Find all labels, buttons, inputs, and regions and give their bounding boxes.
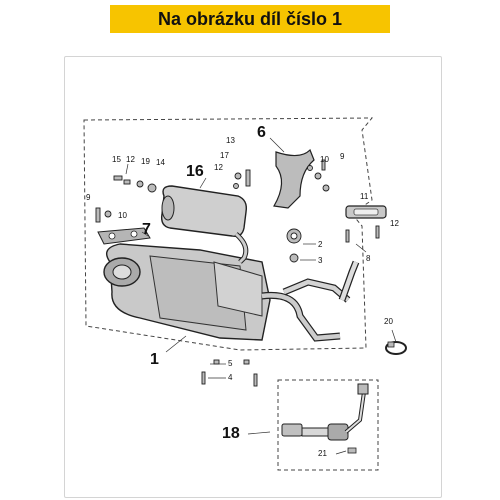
callout-2: 2: [318, 240, 323, 249]
callout-17: 17: [220, 151, 229, 160]
heat-shield: [160, 185, 249, 264]
callout-12-a: 12: [126, 155, 135, 164]
callout-11: 11: [360, 192, 369, 201]
callout-1: 1: [150, 351, 159, 368]
callout-10-b: 10: [320, 155, 329, 164]
fastener-set: [95, 159, 380, 387]
muffler-body: [103, 243, 271, 341]
callout-3: 3: [318, 256, 323, 265]
sensor-box-outline: [277, 379, 379, 471]
callout-12-c: 12: [390, 219, 399, 228]
lambda-sensor: [281, 383, 369, 441]
clamp-plate: [345, 205, 387, 219]
callout-14: 14: [156, 158, 165, 167]
assembly-outline: [83, 117, 374, 351]
callout-21: 21: [318, 449, 327, 458]
leader-lines: [125, 137, 397, 455]
callout-7: 7: [142, 221, 151, 238]
hose-clamp: [385, 341, 407, 355]
callout-12-b: 12: [214, 163, 223, 172]
callout-15: 15: [112, 155, 121, 164]
exhaust-pipe: [261, 260, 360, 342]
flange-gasket: [97, 227, 151, 245]
title-banner: Na obrázku díl číslo 1: [110, 5, 390, 33]
title-text: Na obrázku díl číslo 1: [157, 8, 343, 29]
sensor-clip: [347, 447, 357, 454]
callout-10-a: 10: [118, 211, 127, 220]
callout-4: 4: [228, 373, 233, 382]
callout-20: 20: [384, 317, 393, 326]
muffler-bracket: [273, 148, 315, 209]
callout-19: 19: [141, 157, 150, 166]
callout-8: 8: [366, 254, 371, 263]
callout-18: 18: [222, 425, 240, 442]
callout-9-b: 9: [340, 152, 345, 161]
callout-5: 5: [228, 359, 233, 368]
callout-6: 6: [257, 124, 266, 141]
callout-13: 13: [226, 136, 235, 145]
callout-16: 16: [186, 163, 204, 180]
callout-9-a: 9: [86, 193, 91, 202]
